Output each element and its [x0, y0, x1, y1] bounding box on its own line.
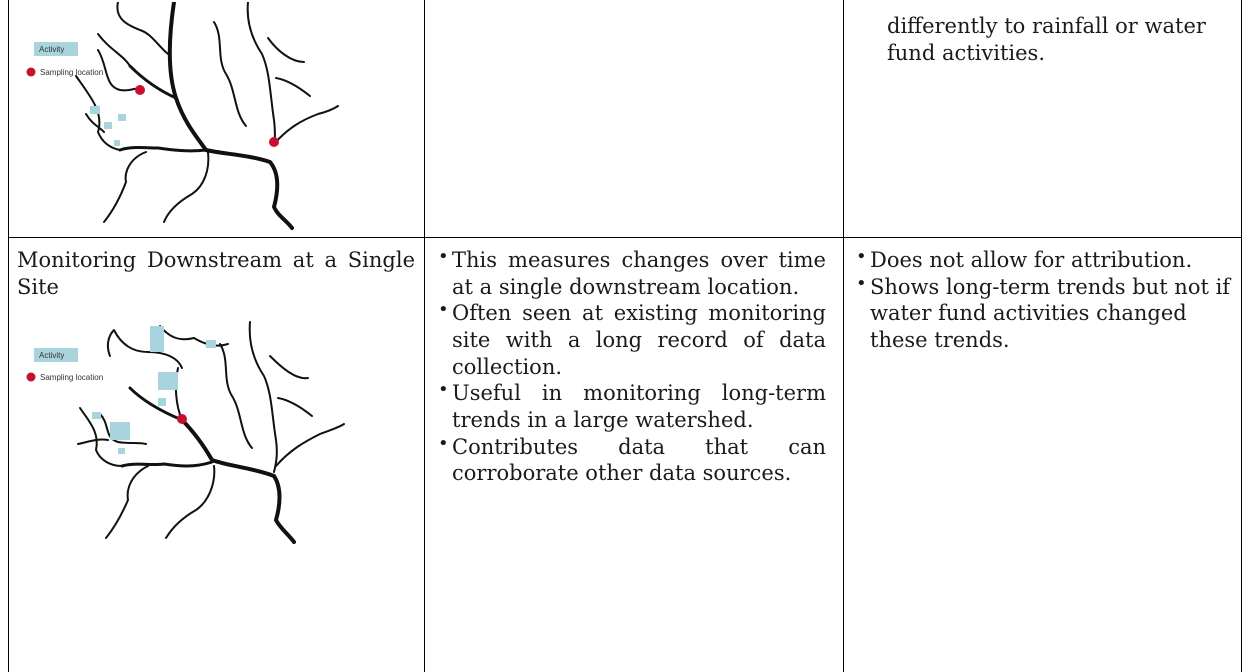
- description-list: This measures changes over time at a sin…: [438, 246, 826, 487]
- sampling-dot-icon: [26, 67, 36, 77]
- sampling-point: [177, 414, 187, 424]
- limitations-text: differently to rainfall or water fund ac…: [887, 14, 1206, 65]
- sampling-point: [269, 137, 279, 147]
- table-border-right: [1241, 0, 1242, 672]
- list-item: This measures changes over time at a sin…: [438, 246, 826, 300]
- list-item: Contributes data that can corroborate ot…: [438, 433, 826, 487]
- sampling-point: [135, 85, 145, 95]
- legend-activity-label: Activity: [39, 45, 64, 54]
- legend-sampling-label: Sampling location: [40, 373, 103, 382]
- method-cell: Monitoring Downstream at a Single Site: [17, 247, 415, 300]
- map-legend: Activity Sampling location: [26, 42, 103, 77]
- column-divider: [424, 0, 425, 672]
- limitations-list: Does not allow for attribution. Shows lo…: [856, 246, 1238, 354]
- limitations-cell: Does not allow for attribution. Shows lo…: [856, 246, 1238, 354]
- legend-sampling-label: Sampling location: [40, 68, 103, 77]
- row-divider: [8, 237, 1242, 238]
- list-item: Does not allow for attribution.: [856, 246, 1238, 274]
- legend-activity-label: Activity: [39, 351, 64, 360]
- map-legend: Activity Sampling location: [26, 348, 103, 382]
- watershed-map-downstream: Activity Sampling location: [26, 321, 345, 544]
- table-border-left: [8, 0, 9, 672]
- list-item: Shows long-term trends but not if water …: [856, 273, 1238, 354]
- sampling-dot-icon: [26, 372, 36, 382]
- column-divider: [843, 0, 844, 672]
- method-title: Monitoring Downstream at a Single Site: [17, 248, 415, 299]
- watershed-map-upstream: Activity Sampling location: [26, 2, 339, 230]
- description-cell: This measures changes over time at a sin…: [438, 246, 826, 487]
- activity-swatch: [34, 42, 78, 56]
- activity-swatch: [34, 348, 78, 362]
- list-item: Often seen at existing monitoring site w…: [438, 299, 826, 380]
- list-item: Useful in monitoring long-term trends in…: [438, 379, 826, 433]
- limitations-cell: differently to rainfall or water fund ac…: [887, 13, 1237, 66]
